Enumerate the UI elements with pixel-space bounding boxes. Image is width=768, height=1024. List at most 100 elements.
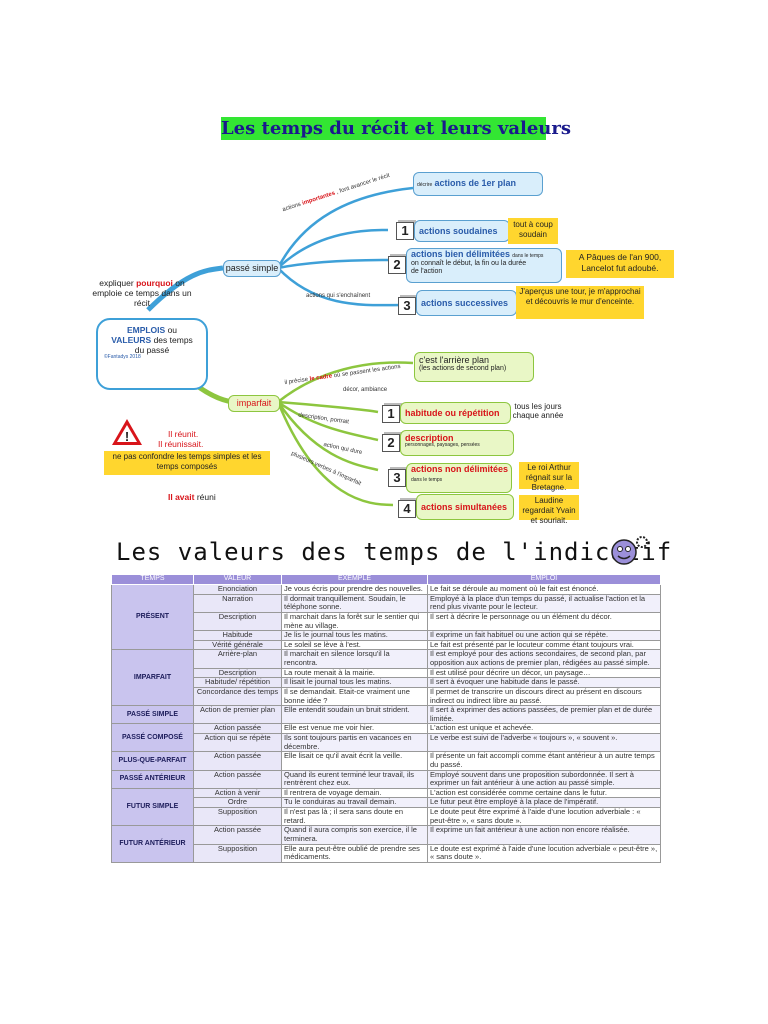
usage-cell: Il exprime un fait habituel ou une actio… [427,630,661,641]
ps-item-2-title: actions bien délimitées [411,249,511,259]
ps-example-1: tout à coup soudain [508,218,558,244]
tense-name-cell: FUTUR SIMPLE [111,787,194,827]
value-cell: Action passée [193,825,282,845]
col-header-emploi: EMPLOI [427,574,661,585]
usage-cell: Le doute peut être exprimé à l'aide d'un… [427,806,661,827]
imp-item-3-sub: dans le temps [411,477,443,484]
tense-name-cell: IMPARFAIT [111,649,194,707]
explain-note: expliquer pourquoi on emploie ce temps d… [92,278,192,308]
svg-text:!: ! [125,429,129,444]
node-imparfait: imparfait [228,395,280,412]
arriere-plan-main: c'est l'arrière plan [419,355,489,365]
ps-item-2-sub-small: dans le temps [512,253,544,259]
usage-cell: Il sert à évoquer une habitude dans le p… [427,677,661,688]
example-cell: Elle aura peut-être oublié de prendre se… [281,843,428,863]
center-valeurs: VALEURS [111,334,152,345]
table-title: Les valeurs des temps de l'indicatif [116,538,673,566]
example-cell: Il lisait le journal tous les matins. [281,677,428,688]
warning-icon: ! [112,419,142,445]
imp-item-4: actions simultanées [416,494,514,520]
value-cell: Habitude [193,630,282,641]
premier-plan-main: actions de 1er plan [434,178,517,188]
ps-example-3: J'aperçus une tour, je m'approchai et dé… [516,286,644,319]
mascot-icon [611,536,648,565]
mind-map: EMPLOIS ou VALEURS des temps du passé ©F… [88,160,683,527]
table-header-row: TEMPS VALEUR EXEMPLE EMPLOI [111,574,661,585]
center-ou: ou [167,325,178,335]
imp-item-3: actions non délimitées dans le temps [406,463,512,493]
imp-example-4: Laudine regardait Yvain et souriait. [519,495,579,525]
value-cell: Concordance des temps [193,686,282,707]
node-premier-plan: décrire actions de 1er plan [413,172,543,196]
tense-name-cell: PLUS-QUE-PARFAIT [111,751,194,771]
example-cell: Il n'est pas là ; il sera sans doute en … [281,806,428,827]
usage-cell: Il sert à exprimer des actions passées, … [427,705,661,725]
ps-item-1: actions soudaines [414,220,510,242]
tense-name-cell: FUTUR ANTÉRIEUR [111,825,194,863]
table-header-area: Les valeurs des temps de l'indicatif [116,534,671,572]
value-cell: Description [193,611,282,632]
value-cell: Action qui se répète [193,732,282,753]
warning-l1: Il réunit. [168,429,199,439]
ps-example-2: A Pâques de l'an 900, Lancelot fut adoub… [566,250,674,278]
arriere-plan-sub: (les actions de second plan) [419,365,507,373]
tense-name-cell: PASSÉ ANTÉRIEUR [111,769,194,789]
center-du-passe: du passé [134,344,170,355]
warning-l3: Il avait réuni [168,492,216,502]
imp-example-1: tous les jours chaque année [512,402,564,420]
explain-highlight: pourquoi [136,278,173,288]
explain-pre: expliquer [99,278,134,288]
tense-name-cell: PASSÉ COMPOSÉ [111,723,194,753]
imp-number-2: 2 [382,434,400,452]
value-cell: Supposition [193,806,282,827]
usage-cell: Il sert à décrire le personnage ou un él… [427,611,661,632]
usage-cell: Employé souvent dans une proposition sub… [427,769,661,789]
usage-cell: Le doute est exprimé à l'aide d'une locu… [427,843,661,863]
usage-cell: Le verbe est suivi de l'adverbe « toujou… [427,732,661,753]
center-node: EMPLOIS ou VALEURS des temps du passé ©F… [96,318,208,390]
imp-item-2: description personnages, paysages, pensé… [400,430,514,456]
node-arriere-plan: c'est l'arrière plan (les actions de sec… [414,352,534,382]
value-cell: Action passée [193,769,282,789]
center-emplois: EMPLOIS [126,325,166,335]
value-cell: Action passée [193,751,282,771]
usage-cell: Employé à la place d'un temps du passé, … [427,593,661,613]
value-cell: Arrière-plan [193,649,282,669]
value-cell: Enonciation [193,584,282,595]
ps-item-2-sub: on connaît le début, la fin ou la durée … [411,259,527,275]
tense-name-cell: PASSÉ SIMPLE [111,705,194,725]
ps-item-3: actions successives [416,290,517,316]
imp-item-3-title: actions non délimitées [411,464,509,474]
node-passe-simple: passé simple [223,260,281,277]
usage-cell: Il permet de transcrire un discours dire… [427,686,661,707]
imp-item-2-sub: personnages, paysages, pensées [405,442,480,449]
example-cell: Je lis le journal tous les matins. [281,630,428,641]
ps-item-2: actions bien délimitées dans le temps on… [406,248,562,283]
value-cell: Supposition [193,843,282,863]
example-cell: Quand il aura compris son exercice, il l… [281,825,428,845]
example-cell: Il dormait tranquillement. Soudain, le t… [281,593,428,613]
col-header-exemple: EXEMPLE [281,574,428,585]
tense-name-cell: PRÉSENT [111,583,194,651]
example-cell: Il marchait dans la forêt sur le sentier… [281,611,428,632]
imp-item-2-title: description [405,433,454,443]
example-cell: Ils sont toujours partis en vacances en … [281,732,428,753]
imp-example-3: Le roi Arthur régnait sur la Bretagne. [519,462,579,492]
premier-plan-small: décrire [417,182,433,188]
